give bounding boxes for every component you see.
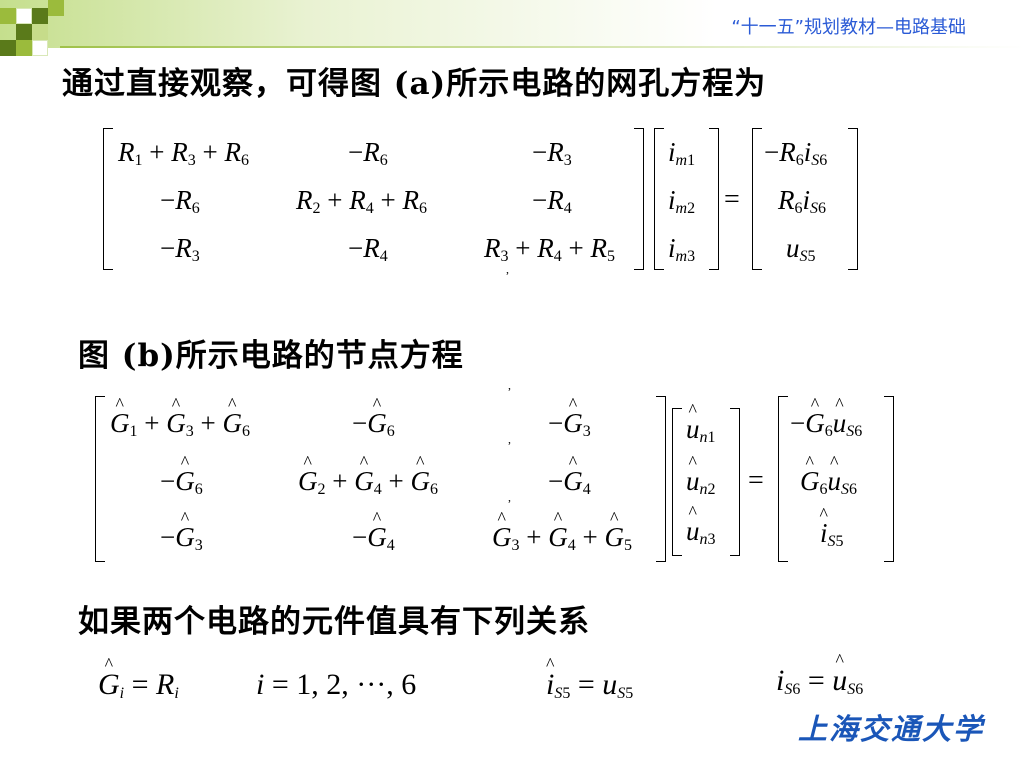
matrix-b-cell: −G3 (548, 408, 591, 440)
rhs-b-cell: G6uS6 (800, 466, 857, 498)
matrix-a-left-bracket (103, 128, 113, 270)
matrix-b-cell: G1 + G3 + G6 (110, 408, 250, 440)
matrix-b-cell: −G4 (548, 466, 591, 498)
matrix-a-cell: R3 + R4 + R5 (484, 233, 615, 265)
unknown-current: im2 (668, 185, 696, 217)
rhs-b-cell: iS5 (820, 518, 844, 550)
stray-mark: , (506, 262, 509, 276)
vector-a-left-bracket (654, 128, 664, 270)
equals-sign: = (748, 465, 764, 496)
matrix-a-right-bracket (634, 128, 644, 270)
matrix-a-cell: −R3 (160, 233, 200, 265)
university-logo: 上海交通大学 (797, 712, 984, 746)
heading-node-equation: 图 (b)所示电路的节点方程 (78, 338, 464, 374)
rhs-a-cell: R6iS6 (778, 185, 827, 217)
matrix-a-cell: −R3 (532, 137, 572, 169)
unknown-current: im1 (668, 137, 696, 169)
matrix-b-cell: G3 + G4 + G5 (492, 522, 632, 554)
relation-is5-equals-us5: iS5 = uS5 (546, 668, 633, 702)
matrix-a-cell: −R4 (348, 233, 388, 265)
stray-mark: , (508, 378, 511, 392)
vector-a-right-bracket (709, 128, 719, 270)
matrix-a-cell: −R4 (532, 185, 572, 217)
unknown-voltage: un3 (686, 516, 716, 548)
matrix-a-cell: −R6 (160, 185, 200, 217)
vector-b-left-bracket (672, 408, 682, 556)
matrix-b-right-bracket (656, 396, 666, 562)
matrix-a-cell: R2 + R4 + R6 (296, 185, 427, 217)
heading-mesh-equation: 通过直接观察，可得图 (a)所示电路的网孔方程为 (62, 66, 767, 102)
header-underline (60, 46, 1024, 48)
course-title: “十一五”规划教材—电路基础 (731, 17, 966, 38)
matrix-a-cell: R1 + R3 + R6 (118, 137, 249, 169)
matrix-b-cell: G2 + G4 + G6 (298, 466, 438, 498)
matrix-b-left-bracket (95, 396, 105, 562)
matrix-b-cell: −G4 (352, 522, 395, 554)
relation-is6-equals-us6: iS6 = uS6 (776, 664, 863, 698)
matrix-a-cell: −R6 (348, 137, 388, 169)
rhs-a-left-bracket (752, 128, 762, 270)
vector-b-right-bracket (730, 408, 740, 556)
unknown-voltage: un2 (686, 466, 716, 498)
heading-relations: 如果两个电路的元件值具有下列关系 (78, 604, 590, 640)
equals-sign: = (724, 184, 740, 215)
decorative-squares-icon (0, 0, 80, 70)
stray-mark: , (508, 432, 511, 446)
matrix-b-cell: −G6 (352, 408, 395, 440)
relation-index-range: i = 1, 2, ···, 6 (256, 668, 417, 701)
header-band (0, 0, 1024, 48)
matrix-b-cell: −G3 (160, 522, 203, 554)
rhs-a-cell: uS5 (786, 233, 816, 265)
rhs-b-left-bracket (778, 396, 788, 562)
matrix-b-cell: −G6 (160, 466, 203, 498)
rhs-a-cell: −R6iS6 (764, 137, 828, 169)
unknown-current: im3 (668, 233, 696, 265)
stray-mark: , (508, 490, 511, 504)
rhs-b-right-bracket (884, 396, 894, 562)
unknown-voltage: un1 (686, 414, 716, 446)
rhs-b-cell: −G6uS6 (790, 408, 862, 440)
relation-g-equals-r: Gi = Ri (98, 668, 179, 702)
rhs-a-right-bracket (848, 128, 858, 270)
